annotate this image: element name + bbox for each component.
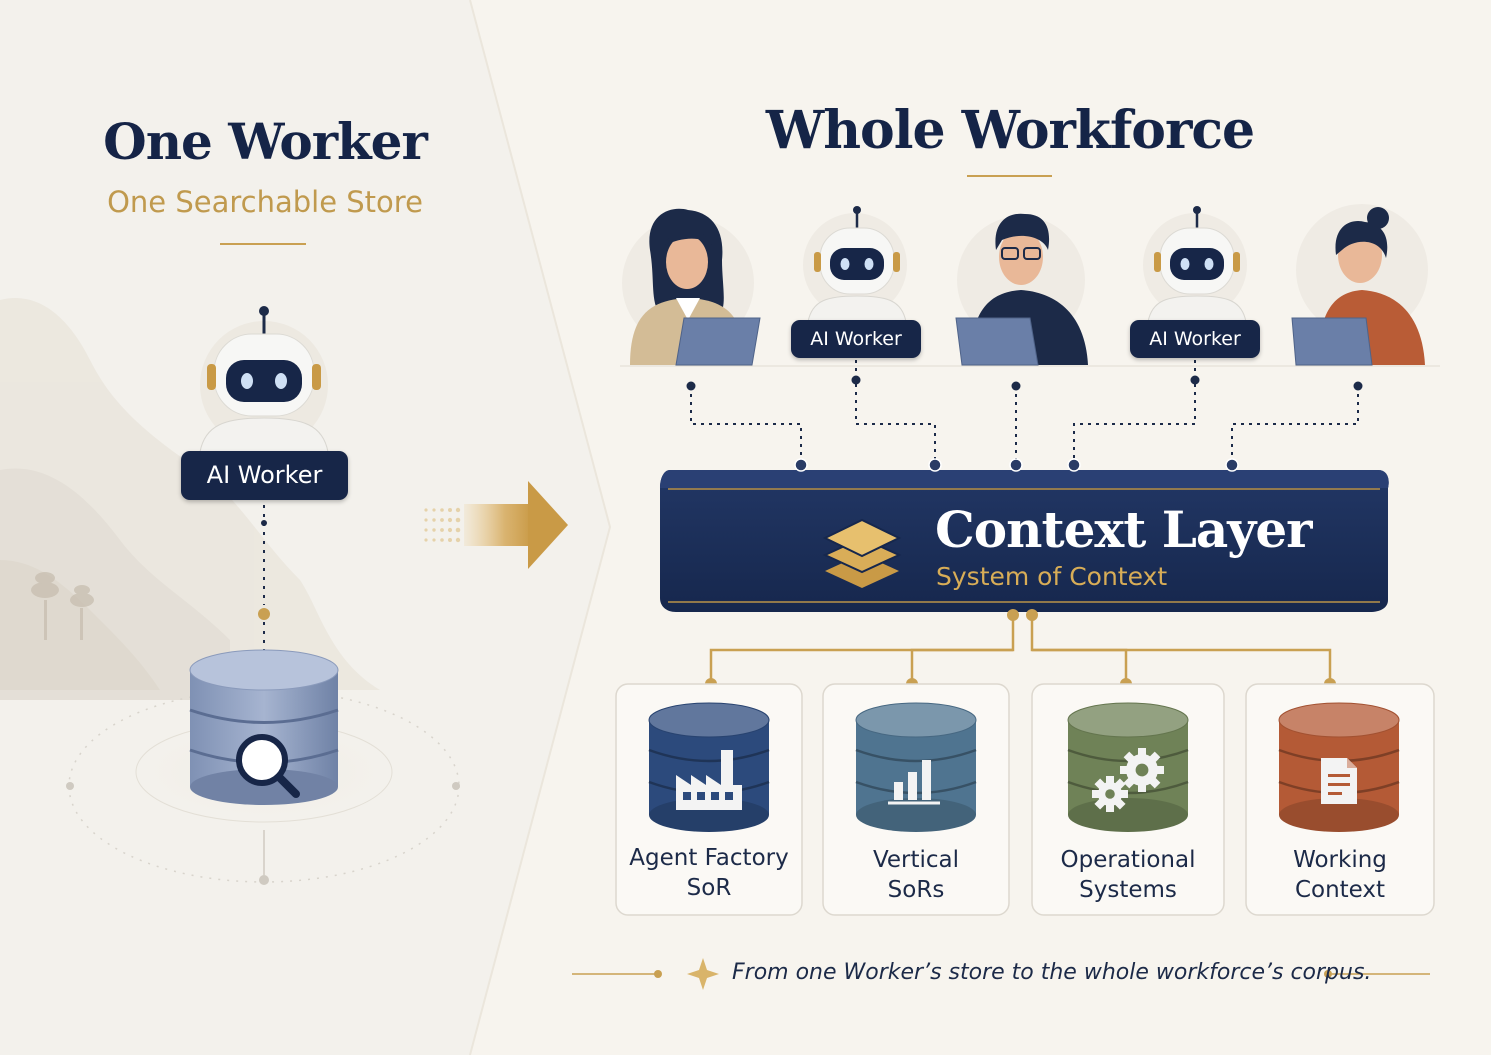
left-subtitle: One Searchable Store	[107, 185, 423, 219]
store-label-2-line2: SoRs	[887, 877, 945, 903]
transition-arrow-icon	[424, 481, 568, 569]
ai-worker-label: AI Worker	[181, 451, 348, 500]
ai-worker-robot-icon	[199, 306, 329, 453]
workforce-person-3	[1291, 204, 1428, 366]
store-database-2	[855, 702, 977, 832]
ai-worker-label-2: AI Worker	[1130, 320, 1260, 358]
workforce-person-2	[955, 213, 1088, 366]
store-label-1-line2: SoR	[686, 875, 732, 901]
gears-icon	[1092, 748, 1164, 812]
store-database-4	[1278, 702, 1400, 832]
store-label-4-line1: Working	[1293, 847, 1387, 873]
document-icon	[1321, 758, 1357, 804]
store-label-2: Vertical SoRs	[823, 845, 1009, 905]
sparkle-icon	[687, 958, 719, 990]
search-icon	[236, 734, 300, 798]
context-layer-title: Context Layer	[935, 500, 1312, 559]
footer-decoration	[572, 958, 1430, 990]
layers-icon	[822, 518, 902, 588]
searchable-store-database	[66, 649, 460, 885]
store-database-3	[1067, 702, 1189, 832]
ai-worker-label-1: AI Worker	[791, 320, 921, 358]
right-title: Whole Workforce	[765, 100, 1255, 161]
store-label-2-line1: Vertical	[872, 847, 960, 873]
factory-icon	[676, 750, 742, 810]
store-label-3-line1: Operational	[1060, 847, 1196, 873]
context-layer-subtitle: System of Context	[936, 562, 1168, 591]
workforce-robot-2	[1143, 206, 1247, 323]
store-database-1	[648, 702, 770, 832]
store-label-4: Working Context	[1246, 845, 1434, 905]
panel-divider	[469, 0, 612, 1055]
tree-decoration	[31, 572, 94, 640]
store-connectors	[709, 612, 1332, 684]
footer-caption: From one Worker’s store to the whole wor…	[732, 960, 1372, 985]
store-label-1-line1: Agent Factory	[629, 845, 789, 871]
store-label-3-line2: Systems	[1079, 877, 1177, 903]
workforce-connectors	[690, 360, 1359, 465]
bar-chart-icon	[888, 760, 940, 805]
store-label-3: Operational Systems	[1032, 845, 1224, 905]
left-title: One Worker	[103, 112, 428, 171]
store-label-1: Agent Factory SoR	[616, 843, 802, 903]
workforce-robot-1	[803, 206, 907, 323]
store-label-4-line2: Context	[1294, 877, 1386, 903]
workforce-person-1	[622, 208, 761, 366]
